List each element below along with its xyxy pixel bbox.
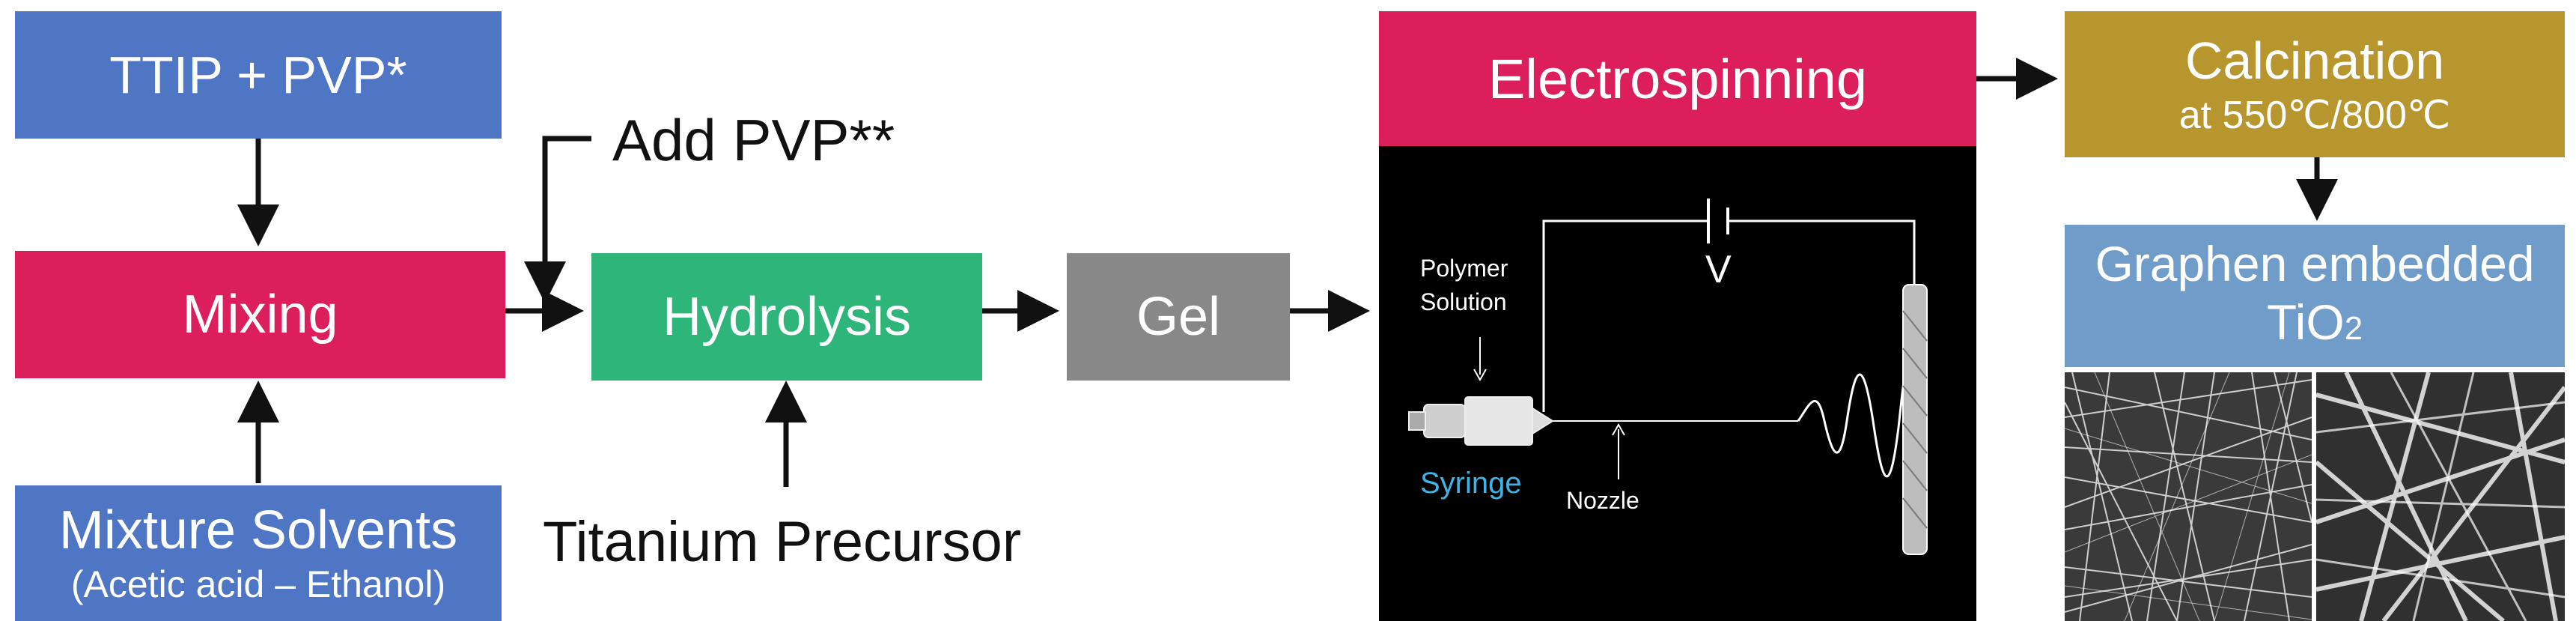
arrow-add-pvp bbox=[524, 136, 591, 303]
whipping-fiber bbox=[1797, 355, 1921, 478]
ttip-pvp-box: TTIP + PVP* bbox=[15, 11, 502, 139]
voltage-label: V bbox=[1705, 248, 1732, 291]
polymer-solution-label-2: Solution bbox=[1420, 288, 1507, 315]
electrospinning-label: Electrospinning bbox=[1488, 47, 1867, 110]
polymer-solution-label-1: Polymer bbox=[1420, 255, 1508, 282]
circuit-wire-right bbox=[1728, 219, 1916, 288]
mixture-solvents-box: Mixture Solvents (Acetic acid – Ethanol) bbox=[15, 485, 502, 621]
mixing-label: Mixing bbox=[182, 285, 338, 345]
titanium-precursor-label: Titanium Precursor bbox=[543, 510, 1022, 574]
mixing-box: Mixing bbox=[15, 251, 505, 378]
electrospinning-schematic: Polymer Solution V Syringe Nozzle bbox=[1379, 146, 1976, 621]
graphene-label-1: Graphen embedded bbox=[2095, 235, 2535, 291]
polymer-pointer-head bbox=[1473, 369, 1487, 382]
hydrolysis-box: Hydrolysis bbox=[591, 253, 982, 381]
syringe-label: Syringe bbox=[1420, 467, 1522, 500]
calcination-box: Calcination at 550℃/800℃ bbox=[2065, 11, 2565, 157]
graphene-box: Graphen embedded TiO2 bbox=[2065, 225, 2565, 367]
nozzle-label: Nozzle bbox=[1566, 487, 1639, 514]
ttip-pvp-label: TTIP + PVP* bbox=[109, 46, 407, 104]
schematic-drawing bbox=[1408, 199, 1928, 555]
sem-fibers-coarse bbox=[2316, 372, 2565, 621]
sem-image-right bbox=[2316, 372, 2565, 621]
graphene-label-2-sub: 2 bbox=[2344, 309, 2363, 347]
collector-drawing bbox=[1902, 284, 1928, 555]
hydrolysis-label: Hydrolysis bbox=[662, 287, 912, 347]
circuit-wire-left bbox=[1542, 219, 1708, 412]
calcination-sub: at 550℃/800℃ bbox=[2178, 93, 2451, 137]
add-pvp-label: Add PVP** bbox=[612, 107, 895, 173]
mixture-solvents-sub: (Acetic acid – Ethanol) bbox=[70, 563, 446, 605]
gel-box: Gel bbox=[1067, 253, 1290, 381]
nozzle-pointer-head bbox=[1612, 422, 1625, 436]
syringe-drawing bbox=[1408, 396, 1554, 446]
gel-label: Gel bbox=[1136, 287, 1221, 347]
graphene-label-2: TiO2 bbox=[2267, 293, 2363, 358]
sem-image-left bbox=[2065, 372, 2312, 621]
graphene-label-2-base: TiO bbox=[2266, 294, 2345, 350]
sem-fibers-fine bbox=[2065, 372, 2312, 621]
electrospinning-box: Electrospinning bbox=[1379, 11, 1976, 146]
mixture-solvents-label: Mixture Solvents bbox=[58, 500, 458, 560]
calcination-label: Calcination bbox=[2184, 31, 2445, 90]
